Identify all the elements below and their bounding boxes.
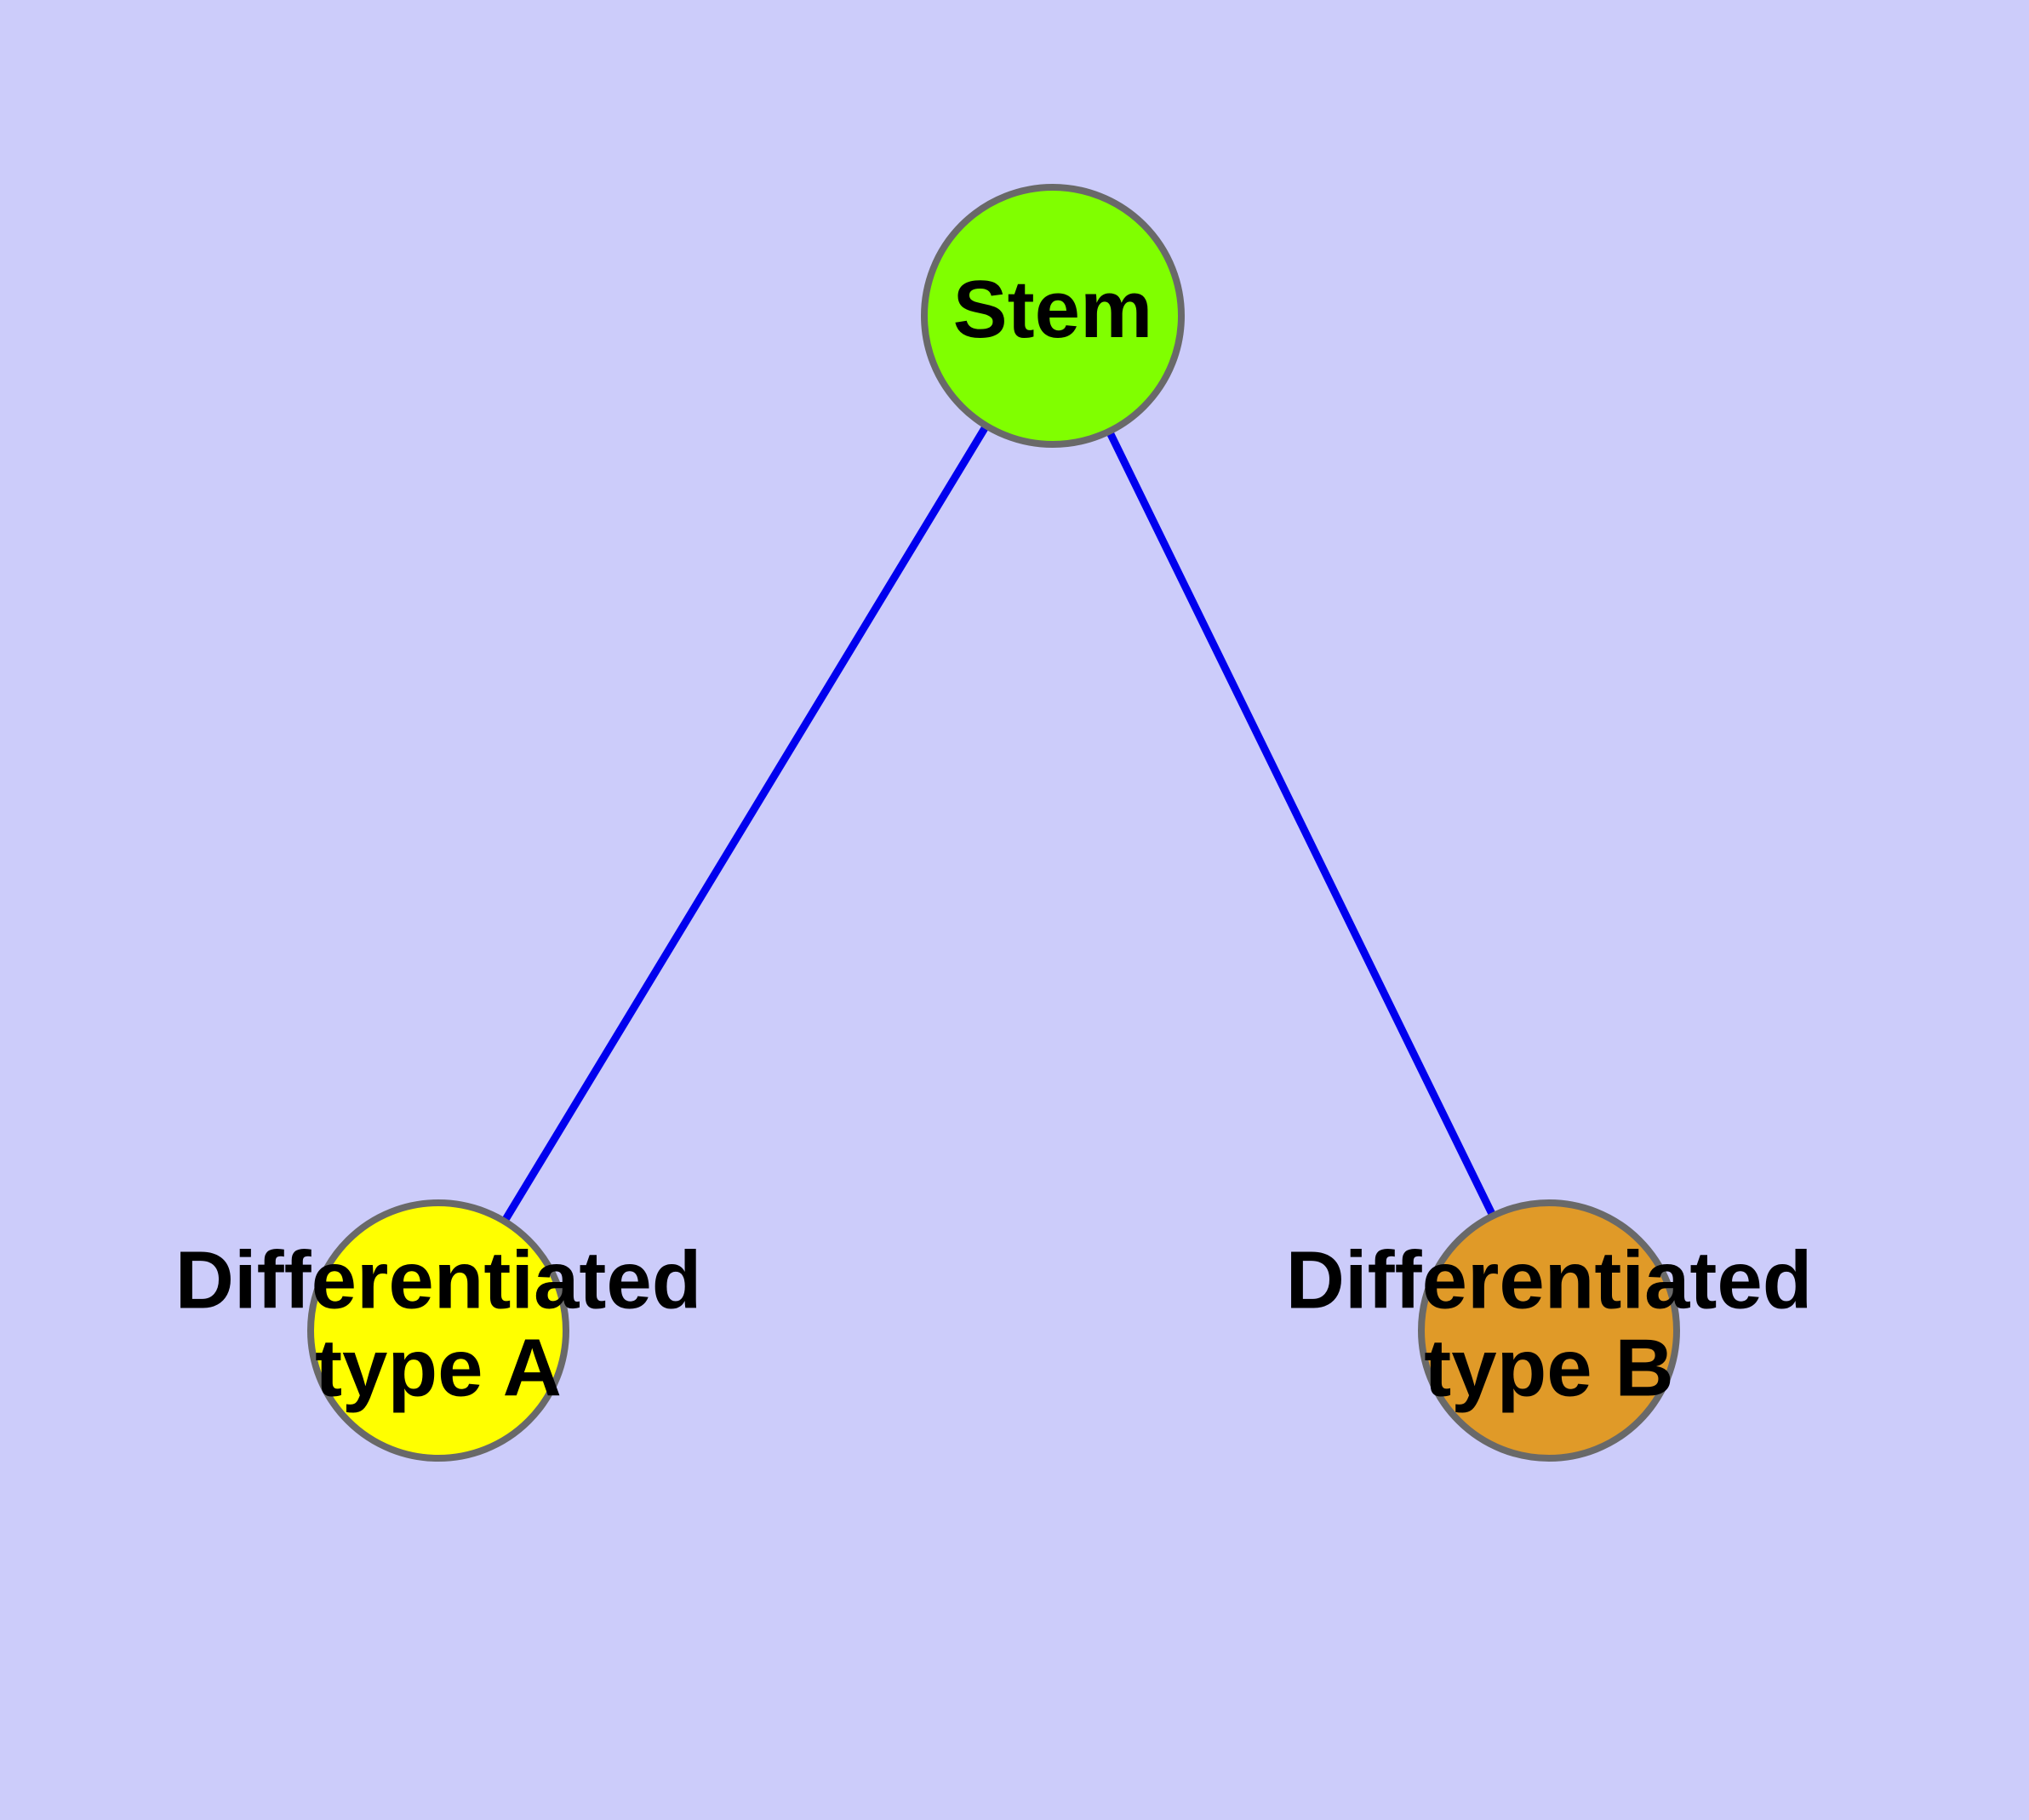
node-circle-diff_b[interactable] [1418,1199,1680,1462]
graph-edge[interactable] [500,422,991,1225]
graph-node-stem[interactable]: Stem [921,184,1185,448]
node-label-line: type A [315,1323,562,1414]
graph-edge[interactable] [1105,427,1498,1220]
node-label-line: Differentiated [175,1235,702,1326]
edges-layer [500,422,1498,1225]
node-circle-diff_a[interactable] [307,1199,569,1462]
node-label-line: Differentiated [1286,1235,1813,1326]
node-label-line: type B [1424,1323,1673,1414]
node-label-stem: Stem [953,264,1153,355]
node-circle-stem[interactable] [921,184,1185,448]
node-label-line: Stem [953,264,1153,355]
